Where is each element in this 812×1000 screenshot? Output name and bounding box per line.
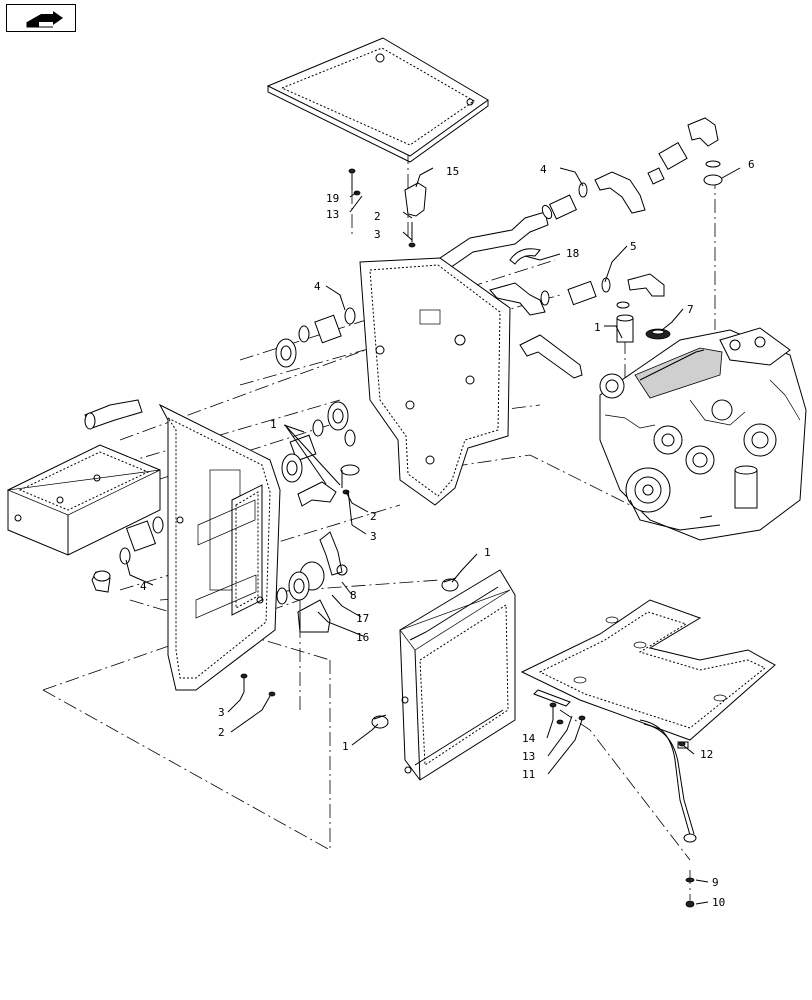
radiator-clamps [371,577,459,729]
leader-lines [125,167,741,905]
next-page-arrow-icon [26,11,63,28]
callout-2-lower: 2 [218,726,225,739]
callout-3-lower: 3 [218,706,225,719]
hose-coupling-set-middle [276,401,360,605]
callout-1-engine: 1 [594,321,601,334]
callout-5: 5 [630,240,637,253]
inlet-elbows [84,399,164,593]
support-bracket [297,599,331,633]
callout-18: 18 [566,247,579,260]
main-frame [158,403,281,691]
engine [599,327,807,541]
callout-labels: 15 19 13 2 3 4 6 18 5 7 1 4 1 2 3 1 4 8 … [140,158,755,909]
callout-9: 9 [712,876,719,889]
ground-cable [639,719,697,908]
floor-plate [520,599,776,741]
callout-16: 16 [356,631,369,644]
callout-3-upper: 3 [374,228,381,241]
top-cover-plate [266,37,489,163]
hose-and-clamps [489,248,671,379]
callout-13-upper: 13 [326,208,339,221]
callout-15: 15 [446,165,459,178]
charge-air-cooler [6,444,161,556]
callout-6: 6 [748,158,755,171]
callout-1-frame: 1 [270,418,277,431]
next-page-button[interactable] [6,4,76,32]
callout-4-upper-left: 4 [314,280,321,293]
upper-pipe-assembly [436,117,723,273]
callout-2-middle: 2 [370,510,377,523]
callout-2-upper: 2 [374,210,381,223]
hose-coupling-set-upper [275,307,356,368]
callout-10: 10 [712,896,725,909]
callout-12: 12 [700,748,713,761]
callout-11: 11 [522,768,535,781]
callout-3-middle: 3 [370,530,377,543]
callout-14: 14 [522,732,536,745]
rear-frame [359,257,511,506]
callout-7: 7 [687,303,694,316]
callout-13-lower: 13 [522,750,535,763]
radiator [399,569,516,781]
callout-1-radiator-bottom: 1 [342,740,349,753]
callout-17: 17 [356,612,369,625]
callout-1-radiator-top: 1 [484,546,491,559]
callout-4-upper-right: 4 [540,163,547,176]
callout-4-lower-left: 4 [140,580,147,593]
callout-19: 19 [326,192,339,205]
callout-8: 8 [350,589,357,602]
